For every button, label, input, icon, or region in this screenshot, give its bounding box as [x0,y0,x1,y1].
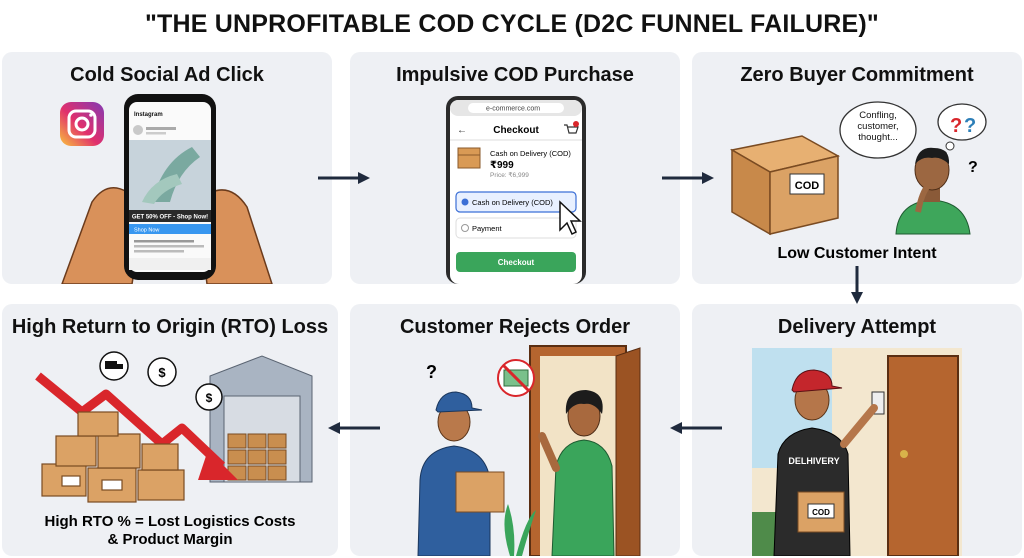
phone-screen: e-commerce.com ← Checkout Cash on Delive… [446,96,586,284]
svg-text:Cash on Delivery (COD): Cash on Delivery (COD) [472,198,553,207]
warehouse [209,355,313,483]
loss-arrow [35,372,238,480]
product-box-icon [457,147,481,169]
step-title: Impulsive COD Purchase [396,64,634,86]
step-high-rto-loss: High Return to Origin (RTO) Loss $ $ [2,304,338,556]
step-title: Delivery Attempt [777,316,937,338]
thought-text: Confling, customer, thought... [857,110,899,143]
step-cold-ad-click: Cold Social Ad Click Instagram [2,52,332,284]
cursor-icon [559,200,582,236]
question-mark-icon: ? [950,115,962,137]
cod-box-icon: COD [729,135,841,236]
svg-text:COD: COD [795,180,820,192]
caption-line-1: High RTO % = Lost Logistics Costs [44,513,295,530]
arrow-left-icon [328,422,380,434]
delivery-man [417,391,505,556]
back-arrow-icon[interactable]: ← [457,125,467,136]
phone: Instagram GET 50% OFF - Shop Now! Shop N… [124,94,216,280]
plant [504,504,536,556]
svg-text:$: $ [206,391,213,405]
step-customer-rejects: Customer Rejects Order ? [350,304,680,556]
url-bar[interactable]: e-commerce.com [486,106,540,113]
ad-banner: GET 50% OFF - Shop Now! [132,215,208,221]
shop-now-link[interactable]: Shop Now [134,228,159,234]
arrow-right-icon [318,172,370,184]
svg-text:$: $ [158,365,166,380]
arrow-right-icon [662,172,714,184]
product-label: Cash on Delivery (COD) [490,149,571,158]
cost-icons: $ $ [99,351,223,411]
step-impulsive-cod-purchase: Impulsive COD Purchase e-commerce.com ← … [350,52,680,284]
old-price: Price: ₹6,999 [490,172,529,179]
shirt-text: DELHIVERY [788,456,839,466]
question-mark-icon: ? [426,362,437,382]
step-title: High Return to Origin (RTO) Loss [11,316,329,338]
customer [538,390,615,556]
delivery-agent: DELHIVERY COD [773,369,878,556]
confused-person [895,147,971,235]
cod-box-label: COD [812,508,830,517]
cod-option-selected[interactable]: Cash on Delivery (COD) [455,191,577,213]
price: ₹999 [490,160,514,171]
checkout-header: Checkout [493,125,539,136]
step-title: Zero Buyer Commitment [740,64,974,86]
step-delivery-attempt: Delivery Attempt DELHIVERY COD [692,304,1022,556]
hands-illustration [61,187,273,284]
svg-text:Payment: Payment [472,224,503,233]
step-caption: Low Customer Intent [777,245,937,262]
coin-hand-icon [195,383,223,411]
instagram-icon [60,102,104,146]
app-name: Instagram [134,112,163,118]
thought-bubble: Confling, customer, thought... ? ? ? [839,101,987,176]
question-mark-icon: ? [968,159,978,176]
step-title: Cold Social Ad Click [70,64,264,86]
svg-text:Checkout: Checkout [498,258,535,267]
money-bag-icon [147,357,177,387]
step-title: Customer Rejects Order [399,316,631,338]
question-mark-icon: ? [964,115,976,137]
payment-option[interactable]: Payment [455,217,577,239]
page-title: "THE UNPROFITABLE COD CYCLE (D2C FUNNEL … [145,10,879,38]
arrow-left-icon [670,422,722,434]
checkout-button[interactable]: Checkout [456,252,576,272]
no-money-icon [497,359,535,397]
cart-icon[interactable] [564,121,579,134]
caption-line-2: & Product Margin [107,531,232,548]
arrow-down-icon [851,266,863,304]
returned-boxes [41,411,185,503]
step-zero-buyer-commitment: Zero Buyer Commitment COD Confling, cust… [692,52,1022,284]
